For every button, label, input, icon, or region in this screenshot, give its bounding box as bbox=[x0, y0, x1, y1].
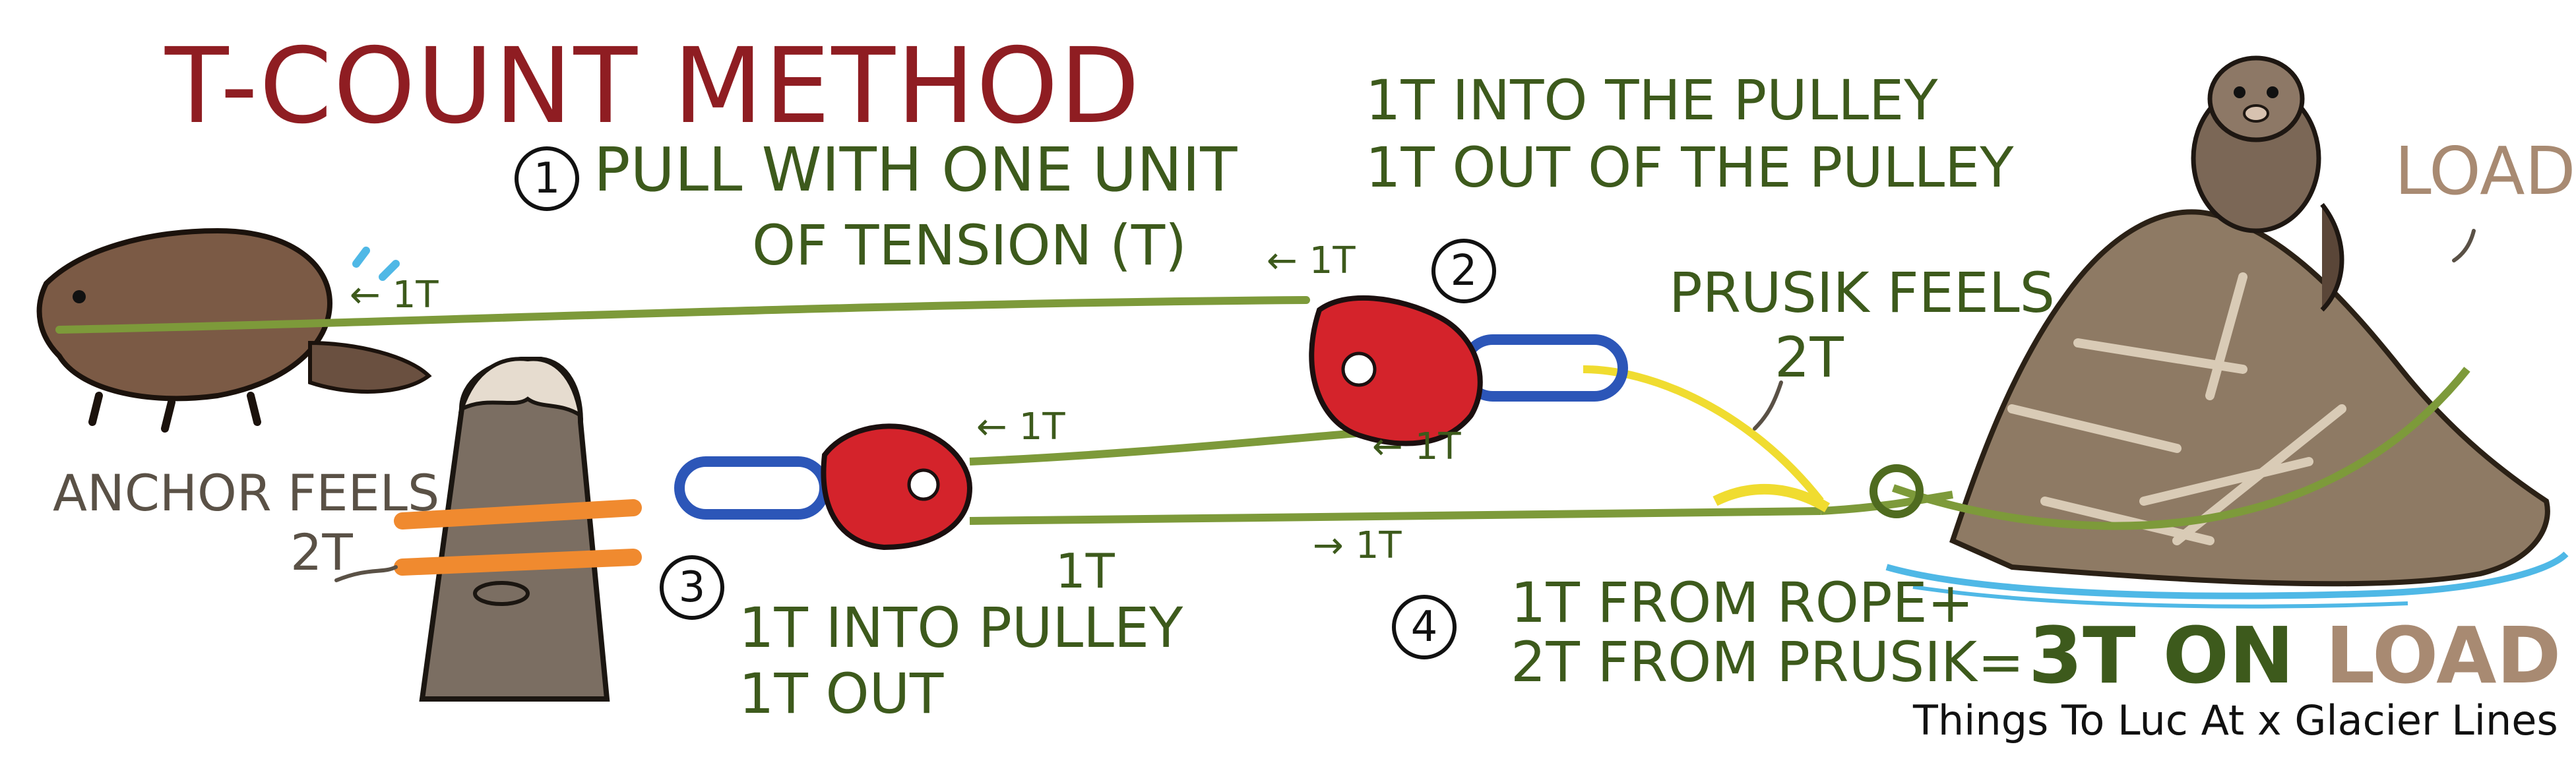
step-1-number: 1 bbox=[515, 146, 579, 211]
tension-label-middle-rope: ← 1T bbox=[976, 406, 1065, 448]
tension-label-top-rope: ← 1T bbox=[1267, 239, 1356, 282]
prusik-label-line2: 2T bbox=[1775, 325, 1844, 390]
step-3-number: 3 bbox=[660, 555, 724, 620]
step-4-result: 3T ON bbox=[2028, 610, 2294, 701]
tension-label-pulley1-out: 1T bbox=[1055, 543, 1115, 599]
carabiner-icon bbox=[674, 334, 1628, 520]
credit-text: Things To Luc At x Glacier Lines bbox=[1913, 696, 2558, 744]
anchor-label-line2: 2T bbox=[290, 523, 353, 582]
step-3-line1: 1T INTO PULLEY bbox=[739, 595, 1183, 660]
step-4-number: 4 bbox=[1392, 595, 1457, 659]
tension-label-bottom-rope: → 1T bbox=[1313, 524, 1402, 567]
step-1-line1: PULL WITH ONE UNIT bbox=[594, 135, 1238, 205]
page-title: T-COUNT METHOD bbox=[165, 26, 1141, 147]
load-label: LOAD bbox=[2395, 133, 2576, 210]
rope-system bbox=[55, 296, 2470, 530]
step-2-line2: 1T OUT OF THE PULLEY bbox=[1366, 135, 2014, 200]
step-1-line2: OF TENSION (T) bbox=[752, 213, 1187, 278]
pointer-arrows bbox=[334, 229, 2476, 582]
step-2-line1: 1T INTO THE PULLEY bbox=[1366, 68, 1938, 133]
step-4-line2: 2T FROM PRUSIK bbox=[1511, 630, 1978, 694]
tree-stump-icon bbox=[394, 357, 642, 702]
anchor-label-line1: ANCHOR FEELS bbox=[53, 464, 440, 522]
prusik-label-line1: PRUSIK FEELS bbox=[1669, 260, 2055, 325]
step-3-line2: 1T OUT bbox=[739, 661, 944, 726]
rock-load-icon bbox=[1885, 209, 2569, 609]
pulley-icon bbox=[821, 295, 1483, 551]
step-4-equals: = bbox=[1978, 630, 2025, 694]
step-2-number: 2 bbox=[1431, 239, 1496, 303]
marmot-icon bbox=[2191, 55, 2344, 312]
tension-label-pulley2-lower: ← 1T bbox=[1372, 425, 1461, 468]
tension-label-beaver: ← 1T bbox=[350, 274, 439, 317]
step-4-result-load: LOAD bbox=[2325, 610, 2561, 701]
step-4-line1: 1T FROM ROPE+ bbox=[1511, 570, 1974, 635]
beaver-icon bbox=[36, 227, 432, 433]
